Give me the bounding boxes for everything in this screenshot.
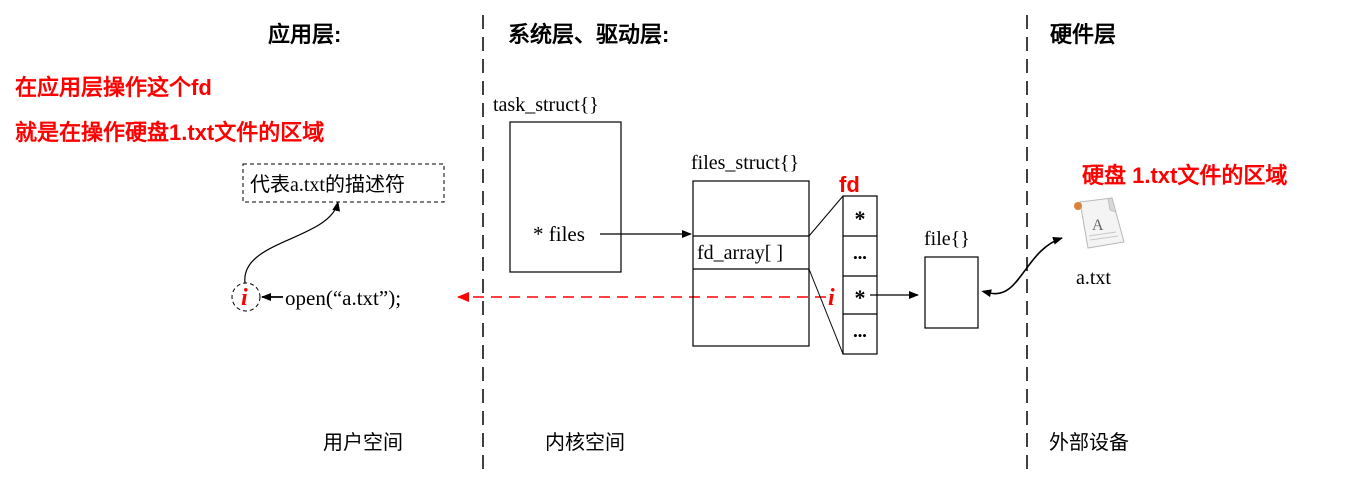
task-struct-label: task_struct{} <box>493 94 599 116</box>
annotation-line-1: 在应用层操作这个fd <box>15 75 212 100</box>
fd-slot-3: ••• <box>853 328 867 343</box>
fd-slot-1: ••• <box>853 250 867 265</box>
descriptor-label: 代表a.txt的描述符 <box>250 173 405 196</box>
disk-region-annotation: 硬盘 1.txt文件的区域 <box>1082 163 1287 188</box>
user-fd-symbol: i <box>241 285 248 311</box>
task-struct-box <box>509 121 622 273</box>
kernel-fd-symbol: i <box>828 285 835 311</box>
app-layer-title: 应用层: <box>268 22 341 47</box>
fd-table-box <box>842 195 878 355</box>
descriptor-box <box>242 163 445 203</box>
hardware-layer-title: 硬件层 <box>1050 22 1116 47</box>
files-struct-label: files_struct{} <box>691 152 799 174</box>
file-disk-link-arrow <box>981 236 1063 298</box>
system-layer-title: 系统层、驱动层: <box>508 22 669 47</box>
fd-slot-0: * <box>855 206 866 231</box>
fd-label: fd <box>839 172 860 197</box>
open-call: open(“a.txt”); <box>285 286 401 310</box>
file-name-label: a.txt <box>1076 267 1111 289</box>
user-space-label: 用户空间 <box>323 431 403 454</box>
annotation-line-2: 就是在操作硬盘1.txt文件的区域 <box>15 120 324 145</box>
fd-expansion-top <box>808 195 844 237</box>
document-icon: A <box>1074 197 1125 249</box>
user-fd-circle <box>231 282 261 312</box>
files-field-label: * files <box>533 222 585 246</box>
fd-expansion-bottom <box>808 268 844 355</box>
fd-slot-2: * <box>855 285 866 310</box>
file-struct-label: file{} <box>924 228 970 250</box>
fd-array-label: fd_array[ ] <box>697 242 783 264</box>
descriptor-pointer-arrow <box>244 201 341 284</box>
svg-text:A: A <box>1092 217 1104 234</box>
file-struct-box <box>924 256 979 329</box>
files-struct-box <box>692 180 810 347</box>
kernel-space-label: 内核空间 <box>545 431 625 454</box>
external-device-label: 外部设备 <box>1049 431 1129 454</box>
